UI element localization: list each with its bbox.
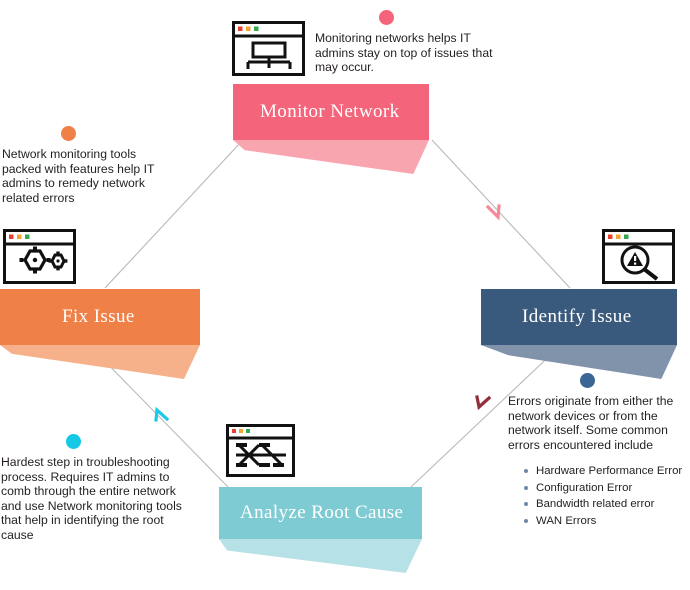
stage-fix-bar[interactable]: Fix Issue [0,289,200,345]
callout-monitor: Monitoring networks helps IT admins stay… [315,10,510,75]
callout-analyze-dot [66,434,81,449]
stage-fix-issue[interactable]: Fix Issue [0,289,200,379]
callout-fix: Network monitoring tools packed with fea… [2,126,177,205]
list-item: Configuration Error [524,480,690,497]
error-type-list: Hardware Performance Error Configuration… [508,463,690,529]
arrow-identify-to-analyze-icon [475,395,492,411]
browser-fishbone-diagram-icon [226,424,295,477]
stage-identify-label: Identify Issue [522,306,632,327]
stage-analyze-root-cause[interactable]: Analyze Root Cause [219,487,422,573]
browser-magnifier-warning-icon [602,229,675,284]
arrow-analyze-to-fix-icon [154,406,170,422]
stage-identify-issue[interactable]: Identify Issue [481,289,677,379]
stage-analyze-label: Analyze Root Cause [240,502,404,523]
stage-monitor-network[interactable]: Monitor Network [233,84,429,174]
callout-monitor-text: Monitoring networks helps IT admins stay… [315,31,493,75]
stage-fix-label: Fix Issue [62,306,135,327]
callout-identify: Errors originate from either the network… [508,373,690,529]
arrow-monitor-to-identify-icon [485,204,501,221]
stage-identify-bar[interactable]: Identify Issue [481,289,677,345]
stage-analyze-shadow [219,539,422,573]
browser-gears-icon [3,229,76,284]
stage-fix-shadow [0,345,200,379]
callout-monitor-dot [379,10,394,25]
browser-network-topology-icon [232,21,305,76]
callout-fix-dot [61,126,76,141]
list-item: WAN Errors [524,513,690,530]
callout-identify-dot [580,373,595,388]
callout-fix-text: Network monitoring tools packed with fea… [2,147,155,205]
callout-identify-text: Errors originate from either the network… [508,394,674,452]
stage-monitor-bar[interactable]: Monitor Network [233,84,429,140]
stage-analyze-bar[interactable]: Analyze Root Cause [219,487,422,539]
line-monitor-identify [431,139,571,289]
list-item: Bandwidth related error [524,496,690,513]
stage-monitor-label: Monitor Network [260,101,400,122]
callout-analyze-text: Hardest step in troubleshooting process.… [1,455,182,542]
callout-analyze: Hardest step in troubleshooting process.… [1,434,191,543]
stage-monitor-shadow [233,140,429,174]
list-item: Hardware Performance Error [524,463,690,480]
